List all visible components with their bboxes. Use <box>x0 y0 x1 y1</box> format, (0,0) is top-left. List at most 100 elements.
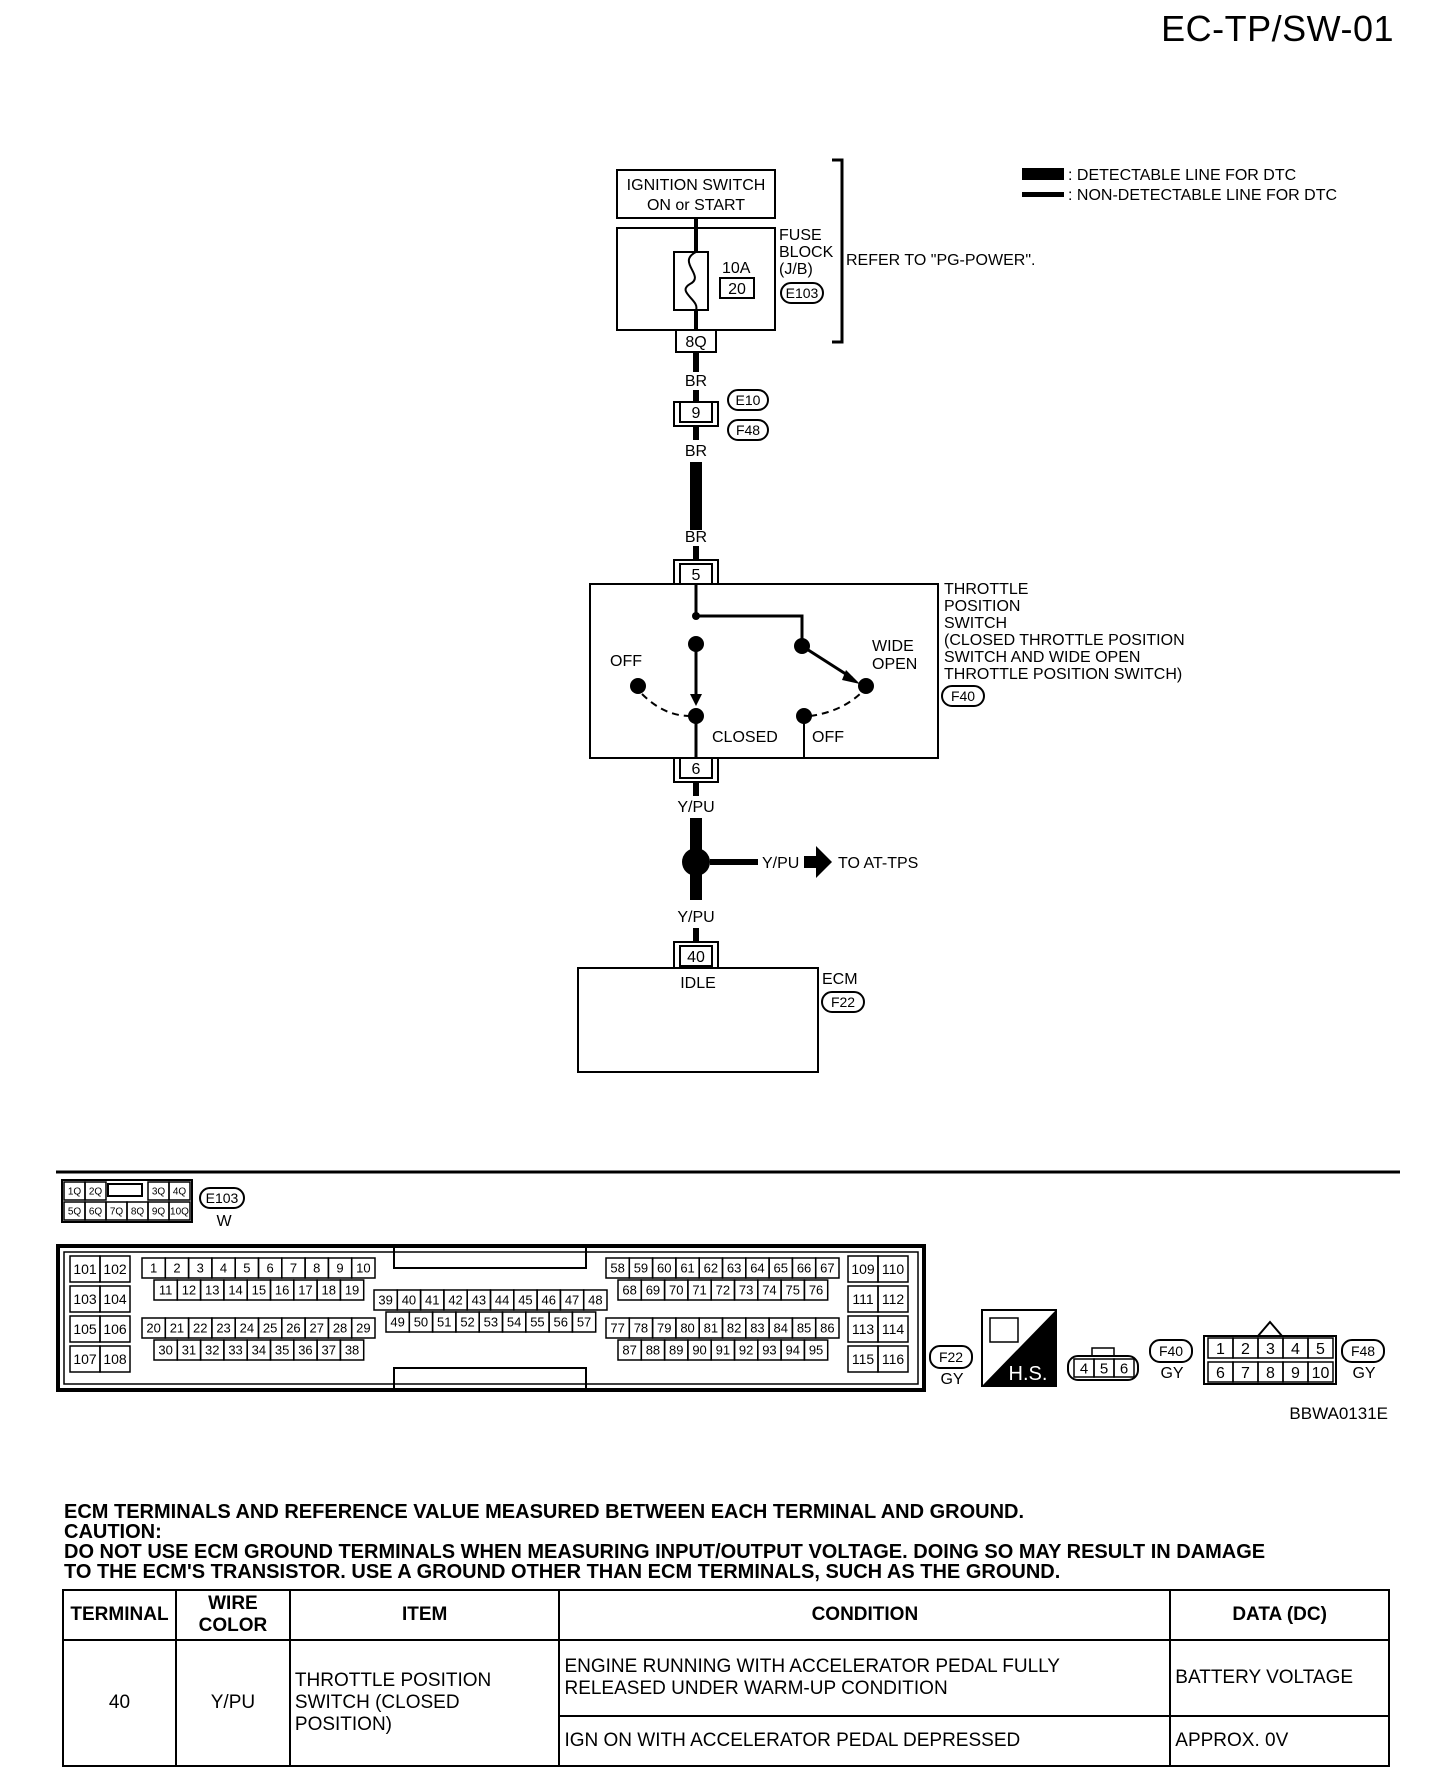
pin-label: 112 <box>882 1291 905 1307</box>
note-line-3: DO NOT USE ECM GROUND TERMINALS WHEN MEA… <box>64 1541 1266 1563</box>
fuse-block-connector: E103 <box>786 285 819 301</box>
pin-cell <box>99 1315 131 1343</box>
pin-label: 9Q <box>152 1207 166 1218</box>
pin-label: 67 <box>820 1261 834 1276</box>
harness-side-icon: H.S. <box>981 1309 1057 1387</box>
fuse-number: 20 <box>728 281 746 298</box>
pin-label: 7 <box>1241 1365 1250 1382</box>
pin-label: 3Q <box>152 1187 166 1198</box>
legend-thin-line <box>1022 192 1064 197</box>
tps-connector: F40 <box>951 688 975 704</box>
pin-label: 82 <box>727 1321 741 1336</box>
header-condition: CONDITION <box>558 1589 1172 1641</box>
pin-label: 84 <box>774 1321 788 1336</box>
pin-cell <box>1113 1358 1135 1378</box>
wire-ypu-1: Y/PU <box>677 799 714 816</box>
f22-id: F22 <box>939 1349 963 1365</box>
pin-cell <box>99 1345 131 1373</box>
splice-point <box>682 848 710 876</box>
pin-label: 8 <box>1266 1365 1275 1382</box>
branch-wire: Y/PU <box>762 855 799 872</box>
terminal-8q: 8Q <box>675 329 717 353</box>
pin-label: 5 <box>1100 1360 1108 1377</box>
pin-label: 42 <box>448 1293 462 1308</box>
pin-label: 75 <box>786 1283 800 1298</box>
e103-color: W <box>216 1213 232 1230</box>
pin-label: 14 <box>228 1283 242 1298</box>
pin-cell <box>84 1181 107 1201</box>
pin-label: 28 <box>333 1321 347 1336</box>
pin-label: 10 <box>1312 1365 1330 1382</box>
ignition-switch-line2: ON or START <box>647 197 745 214</box>
pin-cell <box>339 1279 365 1301</box>
pin-label: 46 <box>542 1293 556 1308</box>
pin-label: 81 <box>704 1321 718 1336</box>
header-terminal: TERMINAL <box>62 1589 177 1641</box>
pin-label: 86 <box>820 1321 834 1336</box>
table-row: IGN ON WITH ACCELERATOR PEDAL DEPRESSED … <box>63 1715 1390 1767</box>
pin-label: 73 <box>739 1283 753 1298</box>
hs-label: H.S. <box>1009 1363 1048 1385</box>
ecm-connector: F22 <box>831 994 855 1010</box>
pin-label: 23 <box>216 1321 230 1336</box>
pin-label: 4 <box>1080 1360 1088 1377</box>
pin-label: 62 <box>704 1261 718 1276</box>
pin-label: 37 <box>322 1343 336 1358</box>
terminal-8q-label: 8Q <box>685 334 706 351</box>
tps-pin-5: 5 <box>692 567 701 584</box>
figure-code: BBWA0131E <box>1289 1404 1388 1423</box>
pin-label: 3 <box>1266 1341 1275 1358</box>
ecm-terminal-table: TERMINAL WIRE COLOR ITEM CONDITION DATA … <box>62 1589 1390 1767</box>
connector-f48-ref: F48 <box>736 422 760 438</box>
pin-label: 77 <box>610 1321 624 1336</box>
branch-dest: TO AT-TPS <box>838 855 918 872</box>
f40-color: GY <box>1160 1365 1183 1382</box>
pin-label: 5 <box>243 1261 250 1276</box>
pin-label: 4 <box>1291 1341 1300 1358</box>
ecm: 40 IDLE ECM F22 <box>577 941 865 1073</box>
pin-cell <box>877 1345 909 1373</box>
pin-label: 26 <box>286 1321 300 1336</box>
pin-label: 12 <box>182 1283 196 1298</box>
pin-label: 113 <box>852 1321 875 1337</box>
pin-label: 103 <box>73 1291 97 1307</box>
pin-label: 10 <box>356 1261 370 1276</box>
ecm-label: ECM <box>822 971 858 988</box>
wire-br-2: BR <box>685 443 707 460</box>
pin-label: 68 <box>622 1283 636 1298</box>
f48-id: F48 <box>1351 1343 1375 1359</box>
pin-label: 61 <box>680 1261 694 1276</box>
pin-label: 51 <box>437 1315 451 1330</box>
tps-off-left: OFF <box>610 653 642 670</box>
f22-color: GY <box>940 1371 963 1388</box>
pin-label: 104 <box>103 1291 127 1307</box>
pin-label: 92 <box>739 1343 753 1358</box>
connector-icon <box>989 1317 1019 1343</box>
pin-label: 7Q <box>110 1207 124 1218</box>
pin-label: 91 <box>716 1343 730 1358</box>
pin-label: 31 <box>182 1343 196 1358</box>
fuse-block: 10A 20 FUSE BLOCK (J/B) E103 <box>616 218 834 331</box>
pin-cell <box>1307 1337 1334 1359</box>
pin-label: 49 <box>390 1315 404 1330</box>
connector-9: 9 E10 F48 <box>673 389 769 441</box>
pin-label: 40 <box>402 1293 416 1308</box>
pin-label: 89 <box>669 1343 683 1358</box>
fuse-symbol <box>684 251 698 311</box>
pin-cell <box>1307 1361 1334 1383</box>
header-data: DATA (DC) <box>1169 1589 1390 1641</box>
pin-label: 107 <box>73 1351 97 1367</box>
refer-bracket <box>832 158 844 344</box>
tps-label-5: SWITCH AND WIDE OPEN <box>944 649 1140 666</box>
pin-label: 35 <box>275 1343 289 1358</box>
cell-item: THROTTLE POSITION SWITCH (CLOSED POSITIO… <box>288 1639 561 1767</box>
tps-wide-2: OPEN <box>872 656 917 673</box>
pin-cell <box>877 1255 909 1283</box>
pin-label: 8 <box>313 1261 320 1276</box>
legend: : DETECTABLE LINE FOR DTC : NON-DETECTAB… <box>1022 167 1337 204</box>
pin-label: 34 <box>252 1343 266 1358</box>
ecm-pin-40: 40 <box>687 949 705 966</box>
note-line-1: ECM TERMINALS AND REFERENCE VALUE MEASUR… <box>64 1501 1025 1523</box>
